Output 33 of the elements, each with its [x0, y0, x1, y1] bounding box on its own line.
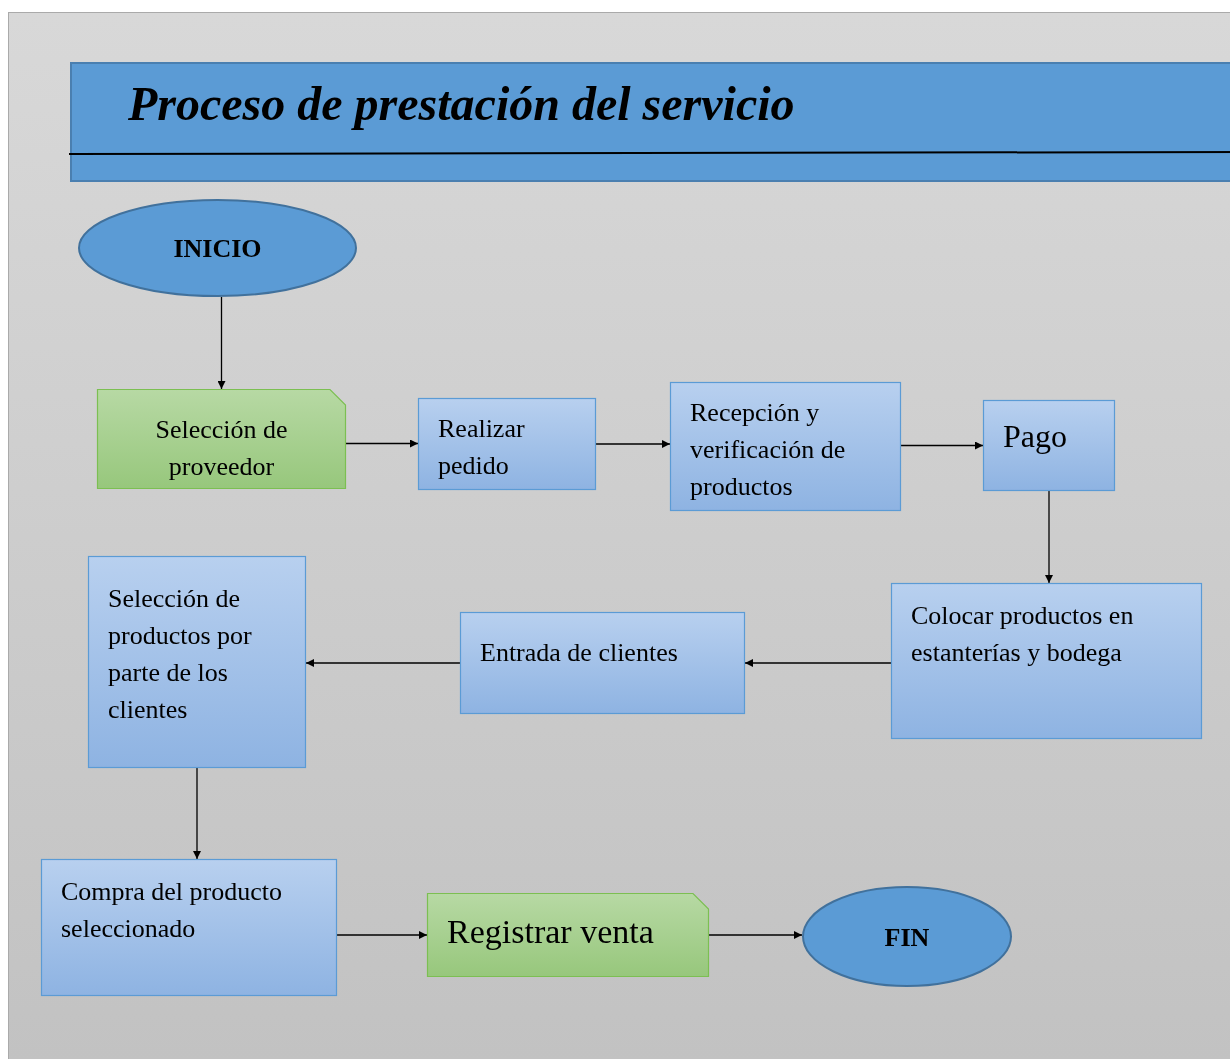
node-label: Compra del producto seleccionado: [61, 876, 283, 945]
node-label: Selección de proveedor: [154, 414, 289, 483]
node-label: INICIO: [172, 232, 263, 265]
terminal-ellipse: [802, 886, 1012, 987]
process-box: [427, 893, 709, 977]
arrow: [1045, 490, 1053, 584]
arrow: [193, 767, 201, 860]
process-box: [460, 612, 745, 714]
process-box: [97, 389, 346, 489]
node-label: Entrada de clientes: [480, 637, 679, 669]
arrow: [744, 659, 892, 667]
node-label: Selección de productos por parte de los clientes: [108, 583, 253, 726]
terminal-ellipse: [78, 199, 357, 297]
arrow: [708, 931, 803, 939]
node-label: Registrar venta: [447, 913, 655, 950]
process-box: [418, 398, 596, 490]
node-label: Pago: [1003, 418, 1068, 455]
process-box: [88, 556, 306, 768]
arrow: [595, 440, 671, 448]
arrow: [217, 296, 226, 390]
process-box: [41, 859, 337, 996]
arrow: [336, 931, 428, 939]
process-box: [891, 583, 1202, 739]
node-label: Colocar productos en estanterías y bodega: [911, 600, 1135, 669]
node-label: FIN: [883, 921, 931, 953]
arrow: [900, 441, 984, 450]
diagram-title: Proceso de prestación del servicio: [128, 76, 795, 131]
arrow: [345, 439, 419, 448]
process-box: [670, 382, 901, 511]
node-label: Realizar pedido: [438, 413, 526, 482]
arrow: [305, 659, 461, 667]
node-label: Recepción y verificación de productos: [690, 397, 847, 503]
process-box: [983, 400, 1115, 491]
